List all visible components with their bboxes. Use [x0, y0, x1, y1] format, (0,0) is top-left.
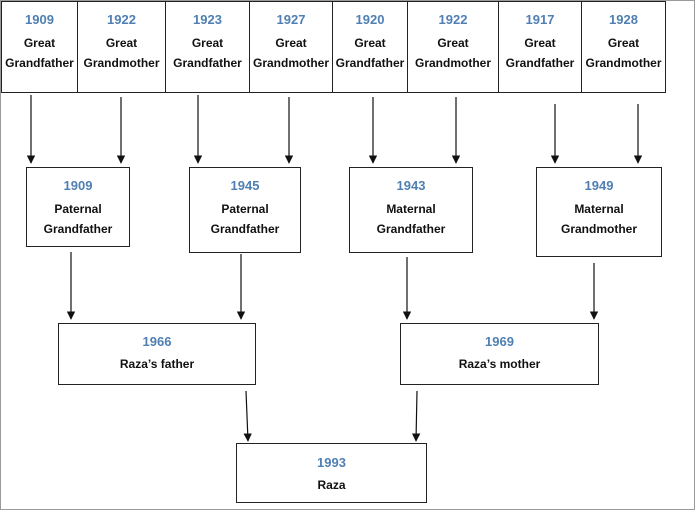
- node-year: 1943: [396, 178, 426, 193]
- node-label-line1: Paternal: [221, 202, 269, 216]
- node-label-line1: Great: [23, 36, 56, 50]
- node-label-line1: Paternal: [54, 202, 102, 216]
- node-year: 1920: [355, 12, 385, 27]
- node-paternal-grandfather-1: 1909 Paternal Grandfather: [26, 167, 130, 247]
- node-great-grandfather-3: 1920 Great Grandfather: [332, 1, 408, 93]
- node-label-line1: Maternal: [574, 202, 624, 216]
- node-year: 1993: [317, 455, 346, 470]
- node-raza: 1993 Raza: [236, 443, 427, 503]
- node-year: 1922: [438, 12, 468, 27]
- node-label-line1: Great: [607, 36, 640, 50]
- node-great-grandmother-2: 1927 Great Grandmother: [249, 1, 333, 93]
- node-year: 1969: [485, 334, 514, 349]
- node-great-grandfather-1: 1909 Great Grandfather: [1, 1, 78, 93]
- node-label-line1: Great: [437, 36, 469, 50]
- node-label-line1: Great: [524, 36, 556, 50]
- node-label-line2: Grandmother: [83, 56, 160, 70]
- node-label-line2: Grandfather: [376, 222, 446, 236]
- node-label-line2: Grandfather: [5, 56, 74, 70]
- node-raza-mother: 1969 Raza’s mother: [400, 323, 599, 385]
- node-year: 1928: [609, 12, 638, 27]
- node-label-line2: Grandmother: [560, 222, 637, 236]
- node-label-line2: Grandfather: [210, 222, 280, 236]
- node-label: Raza’s father: [119, 357, 195, 371]
- node-year: 1945: [230, 178, 260, 193]
- node-year: 1966: [142, 334, 172, 349]
- node-label-line1: Great: [191, 36, 224, 50]
- node-year: 1909: [25, 12, 54, 27]
- node-label-line1: Great: [275, 36, 307, 50]
- arrow-mother-to-child: [411, 390, 421, 442]
- node-label-line2: Grandmother: [252, 56, 329, 70]
- node-year: 1927: [276, 12, 306, 27]
- node-label: Raza: [317, 478, 346, 492]
- node-year: 1949: [584, 178, 614, 193]
- arrow-father-to-child: [243, 390, 252, 442]
- node-raza-father: 1966 Raza’s father: [58, 323, 256, 385]
- node-great-grandmother-1: 1922 Great Grandmother: [77, 1, 166, 93]
- node-label: Raza’s mother: [458, 357, 541, 371]
- node-label-line2: Grandfather: [505, 56, 575, 70]
- node-maternal-grandfather: 1943 Maternal Grandfather: [349, 167, 473, 253]
- node-great-grandmother-4: 1928 Great Grandmother: [581, 1, 666, 93]
- node-label-line1: Maternal: [386, 202, 436, 216]
- node-great-grandfather-2: 1923 Great Grandfather: [165, 1, 250, 93]
- node-year: 1923: [193, 12, 222, 27]
- node-paternal-grandfather-2: 1945 Paternal Grandfather: [189, 167, 301, 253]
- node-label-line1: Great: [354, 36, 386, 50]
- node-label-line2: Grandfather: [335, 56, 405, 70]
- node-label-line2: Grandmother: [414, 56, 491, 70]
- node-year: 1922: [107, 12, 136, 27]
- node-year: 1909: [63, 178, 93, 193]
- node-great-grandfather-4: 1917 Great Grandfather: [498, 1, 582, 93]
- node-label-line2: Grandmother: [585, 56, 662, 70]
- node-label-line2: Grandfather: [173, 56, 242, 70]
- node-maternal-grandmother: 1949 Maternal Grandmother: [536, 167, 662, 257]
- node-label-line2: Grandfather: [43, 222, 113, 236]
- node-year: 1917: [525, 12, 555, 27]
- node-great-grandmother-3: 1922 Great Grandmother: [407, 1, 499, 93]
- node-label-line1: Great: [105, 36, 138, 50]
